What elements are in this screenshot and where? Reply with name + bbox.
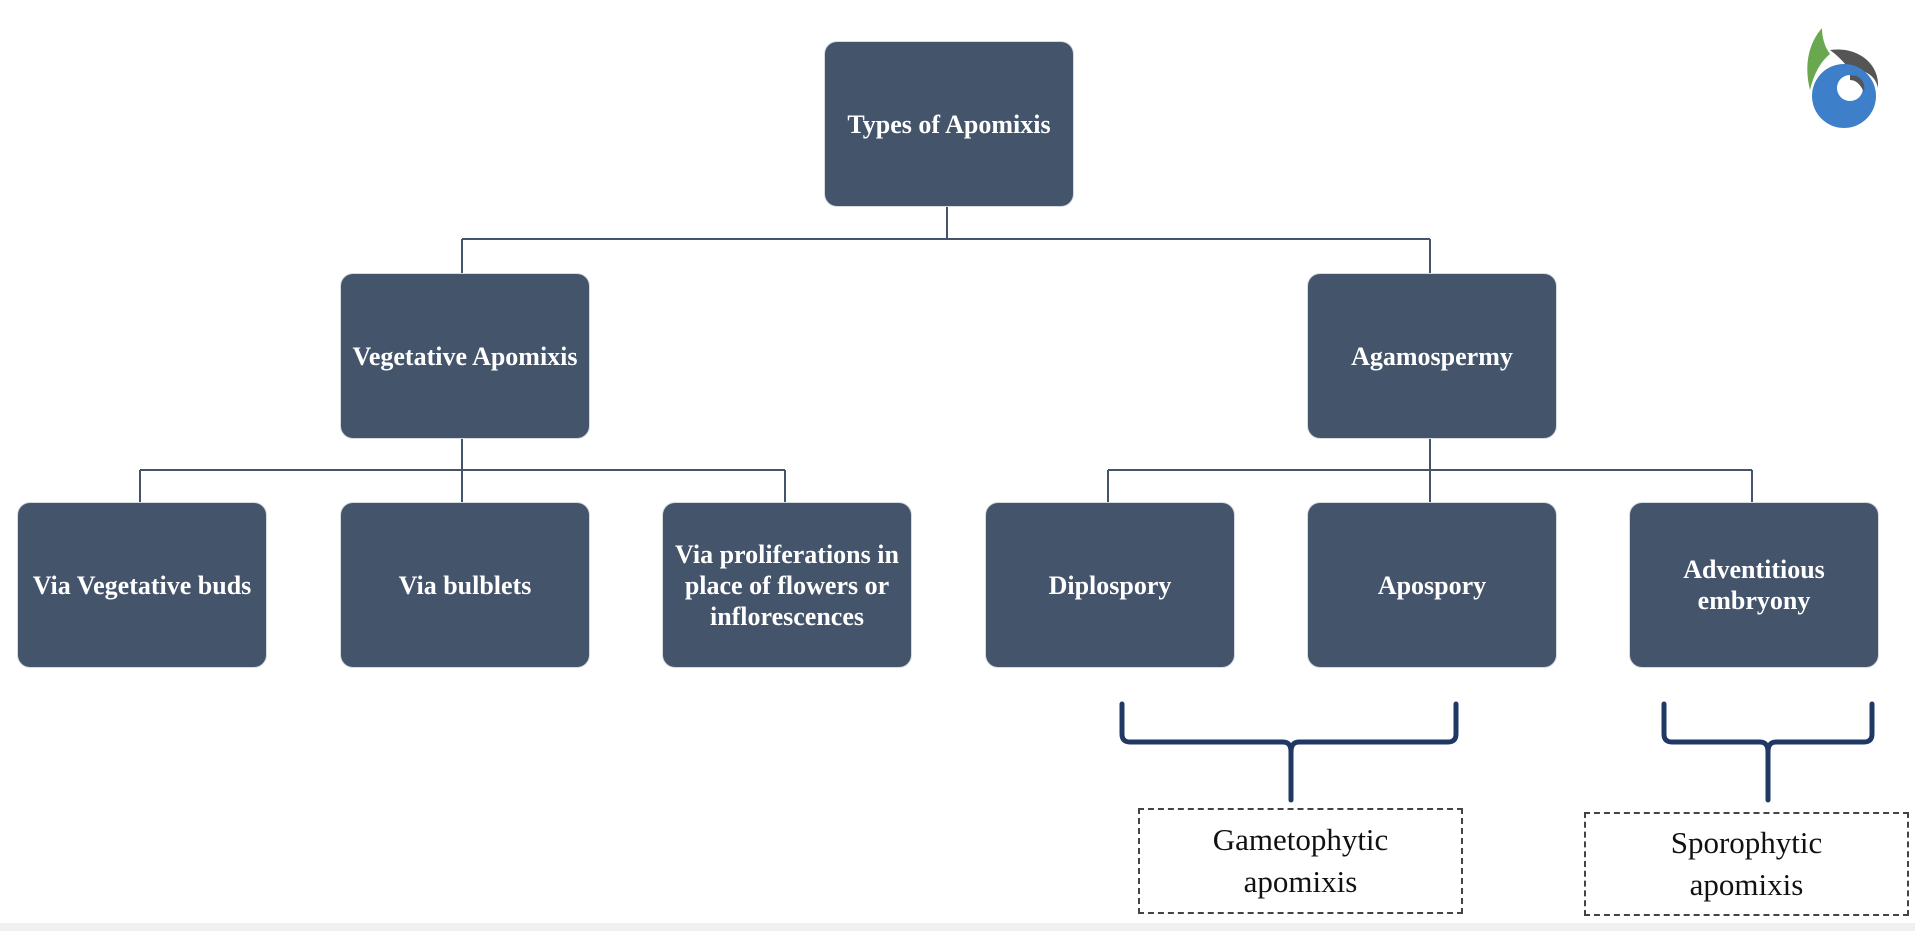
gametophytic-apomixis-label: Gametophytic apomixis xyxy=(1212,822,1389,899)
via-proliferations-label: Via proliferations in place of flowers o… xyxy=(675,539,899,631)
root-label: Types of Apomixis xyxy=(847,109,1051,139)
leaf-drop-logo-icon xyxy=(1807,28,1879,128)
via-vegetative-buds-node: Via Vegetative buds xyxy=(18,503,266,667)
gametophytic-bracket xyxy=(1119,701,1459,803)
root-node: Types of Apomixis xyxy=(825,42,1073,206)
vegetative-apomixis-node: Vegetative Apomixis xyxy=(341,274,589,438)
via-proliferations-node: Via proliferations in place of flowers o… xyxy=(663,503,911,667)
sporophytic-apomixis-label: Sporophytic apomixis xyxy=(1670,825,1823,902)
sporophytic-bracket xyxy=(1661,701,1875,803)
adventitious-embryony-label: Adventitious embryony xyxy=(1683,555,1825,615)
diplospory-node: Diplospory xyxy=(986,503,1234,667)
gametophytic-apomixis-box: Gametophytic apomixis xyxy=(1138,808,1463,914)
agamospermy-label: Agamospermy xyxy=(1351,341,1513,371)
bottom-strip xyxy=(0,923,1915,931)
apospory-label: Apospory xyxy=(1377,570,1487,600)
adventitious-embryony-node: Adventitious embryony xyxy=(1630,503,1878,667)
diplospory-label: Diplospory xyxy=(1048,570,1172,600)
apospory-node: Apospory xyxy=(1308,503,1556,667)
sporophytic-apomixis-box: Sporophytic apomixis xyxy=(1584,812,1909,916)
via-bulblets-label: Via bulblets xyxy=(398,570,532,600)
agamospermy-node: Agamospermy xyxy=(1308,274,1556,438)
via-vegetative-buds-label: Via Vegetative buds xyxy=(32,570,252,600)
vegetative-apomixis-label: Vegetative Apomixis xyxy=(352,341,578,371)
via-bulblets-node: Via bulblets xyxy=(341,503,589,667)
